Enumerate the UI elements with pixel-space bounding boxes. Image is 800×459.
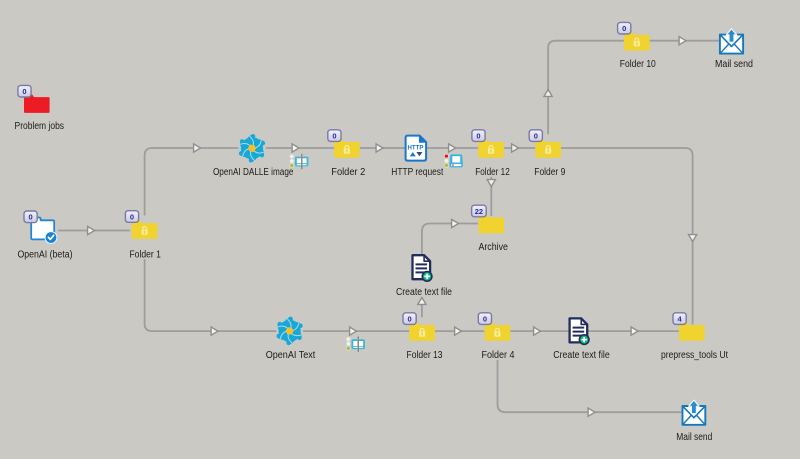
svg-text:0: 0	[332, 132, 336, 141]
svg-text:Problem jobs: Problem jobs	[15, 121, 65, 132]
svg-text:Mail send: Mail send	[676, 432, 712, 443]
svg-text:Create text file: Create text file	[396, 287, 452, 298]
svg-text:0: 0	[29, 213, 33, 222]
svg-text:4: 4	[678, 315, 683, 324]
svg-text:0: 0	[408, 315, 412, 324]
svg-text:Folder 12: Folder 12	[475, 167, 510, 178]
svg-text:Folder 4: Folder 4	[482, 350, 515, 361]
svg-text:0: 0	[534, 132, 538, 141]
svg-text:Folder 9: Folder 9	[534, 167, 565, 178]
svg-text:Folder 10: Folder 10	[620, 59, 656, 70]
svg-text:OpenAI DALLE image: OpenAI DALLE image	[213, 167, 294, 178]
svg-text:HTTP request: HTTP request	[391, 167, 443, 178]
svg-text:Folder 13: Folder 13	[407, 350, 443, 361]
svg-text:0: 0	[130, 212, 134, 221]
svg-text:Folder 1: Folder 1	[129, 249, 161, 260]
svg-text:0: 0	[476, 132, 480, 141]
svg-text:Folder 2: Folder 2	[331, 167, 365, 178]
svg-text:22: 22	[475, 207, 483, 216]
svg-text:prepress_tools Ut: prepress_tools Ut	[661, 350, 728, 361]
svg-text:Create text file: Create text file	[553, 350, 610, 361]
svg-text:0: 0	[622, 24, 626, 33]
svg-text:Archive: Archive	[478, 242, 508, 253]
svg-text:Mail send: Mail send	[715, 59, 753, 70]
svg-text:OpenAI Text: OpenAI Text	[266, 350, 316, 361]
svg-text:0: 0	[483, 315, 487, 324]
svg-text:OpenAI (beta): OpenAI (beta)	[18, 249, 73, 260]
svg-text:HTTP: HTTP	[407, 144, 423, 151]
svg-text:0: 0	[22, 87, 26, 96]
